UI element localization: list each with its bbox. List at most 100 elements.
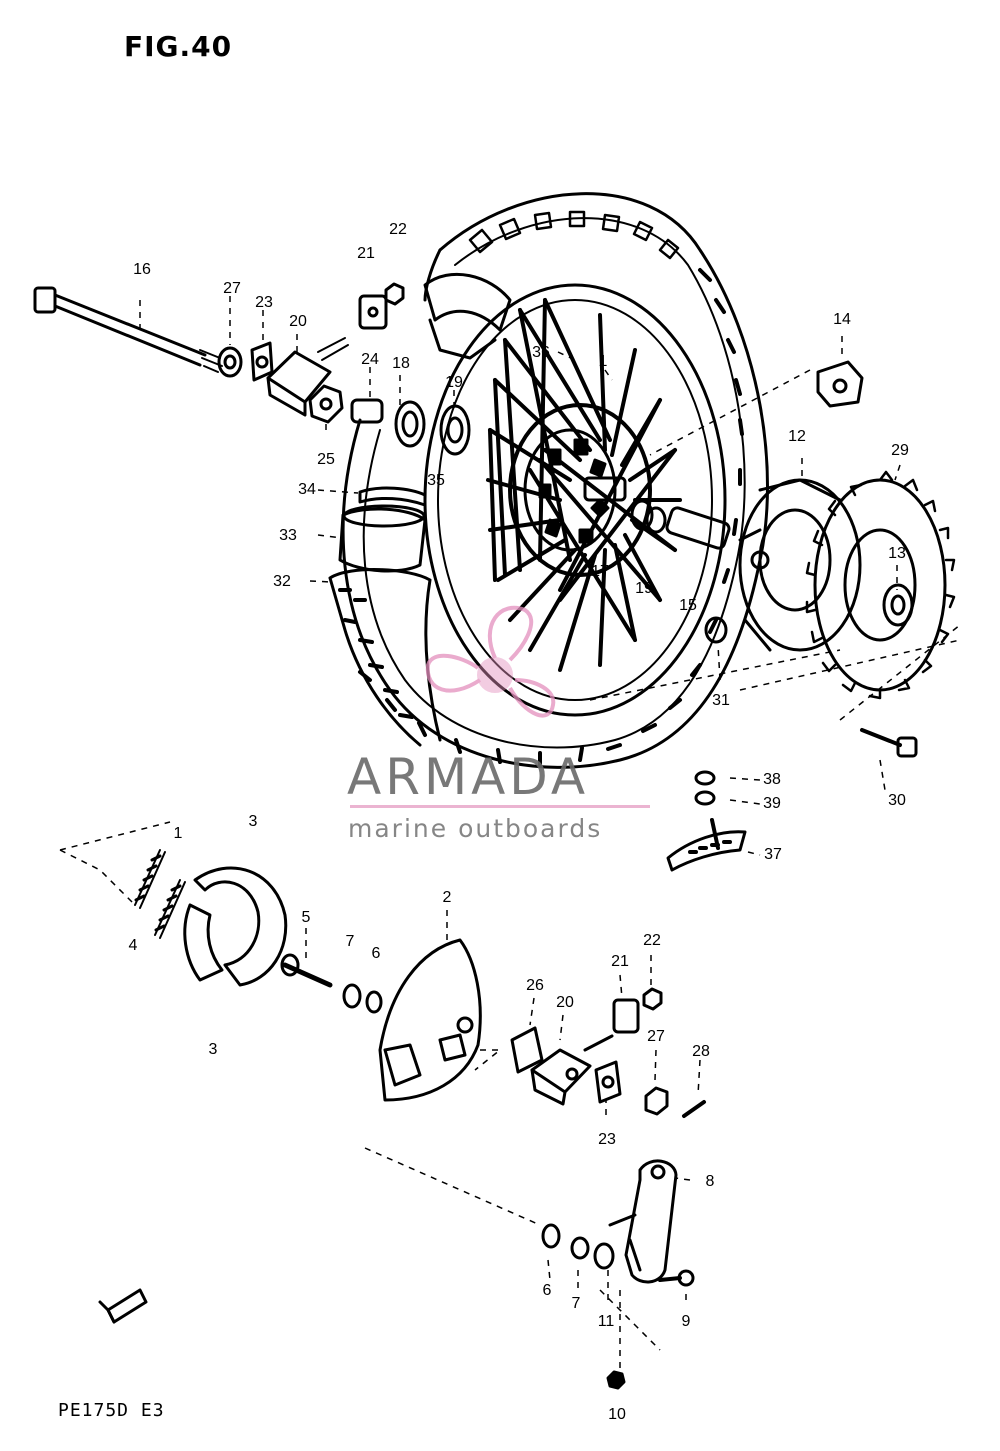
callout-23b: 23 <box>598 1131 616 1148</box>
callout-9: 9 <box>681 1313 691 1330</box>
armada-propeller-logo <box>425 605 556 718</box>
callout-14: 14 <box>833 311 851 328</box>
watermark-brand-name: ARMADA <box>347 748 590 806</box>
callout-19b: 19 <box>635 580 653 597</box>
washer-27 <box>217 346 243 378</box>
callout-22: 22 <box>389 221 407 238</box>
callout-6: 6 <box>371 945 381 962</box>
bolt-30 <box>860 728 918 758</box>
callout-34: 34 <box>298 481 316 498</box>
callout-30: 30 <box>888 792 906 809</box>
callout-36: 36 <box>532 344 550 361</box>
tire-stopper-21 <box>358 294 388 330</box>
callout-39: 39 <box>763 795 781 812</box>
callout-5: 5 <box>301 909 311 926</box>
cush-rubber-14 <box>816 360 864 408</box>
callout-31: 31 <box>712 692 730 709</box>
chain-adjuster-20b <box>530 1034 614 1106</box>
callout-6b: 6 <box>542 1282 552 1299</box>
callout-28: 28 <box>692 1043 710 1060</box>
callout-1b: 1 <box>173 825 183 842</box>
nut-38 <box>694 770 716 786</box>
callout-16: 16 <box>133 261 151 278</box>
nut-25 <box>308 384 344 424</box>
callout-35: 35 <box>427 472 445 489</box>
model-code: PE175D E3 <box>58 1400 165 1421</box>
plate-23b <box>594 1060 622 1104</box>
bearing-19b <box>645 506 667 534</box>
callout-12: 12 <box>788 428 806 445</box>
brake-shoe-3 <box>183 866 288 987</box>
figure-title: FIG.40 <box>124 30 233 63</box>
callout-29: 29 <box>891 442 909 459</box>
brake-cam-5 <box>280 953 333 988</box>
callout-38: 38 <box>763 771 781 788</box>
tire-section-cutaway <box>423 248 512 360</box>
rim-lock-37 <box>666 818 747 872</box>
callout-33: 33 <box>279 527 297 544</box>
callout-24: 24 <box>361 351 379 368</box>
sprocket-drum-12 <box>738 478 862 652</box>
callout-23: 23 <box>255 294 273 311</box>
callout-32: 32 <box>273 573 291 590</box>
callout-7b: 7 <box>571 1295 581 1312</box>
oring-6 <box>365 990 383 1014</box>
callout-13: 13 <box>888 545 906 562</box>
callout-22b: 22 <box>643 932 661 949</box>
callout-10: 10 <box>608 1406 626 1423</box>
sprocket-29 <box>805 470 956 700</box>
callout-27: 27 <box>223 280 241 297</box>
tube-33 <box>338 504 427 573</box>
spacer-24 <box>350 398 384 424</box>
brake-panel-2 <box>378 938 482 1102</box>
callout-18: 18 <box>392 355 410 372</box>
callout-19: 19 <box>445 374 463 391</box>
axle-plate-23 <box>250 341 274 382</box>
chain-adjuster-20 <box>266 337 349 417</box>
callout-20b: 20 <box>556 994 574 1011</box>
tire-32 <box>328 568 442 747</box>
callout-2: 2 <box>442 889 452 906</box>
callout-17: 17 <box>591 563 609 580</box>
callout-37: 37 <box>764 846 782 863</box>
washer-7 <box>342 983 362 1009</box>
brake-arm-8 <box>608 1159 678 1284</box>
callout-27b: 27 <box>647 1028 665 1045</box>
dust-seal-18 <box>394 400 426 448</box>
hub <box>508 403 652 577</box>
nut-22 <box>384 282 405 306</box>
watermark-tagline: marine outboards <box>348 814 603 843</box>
callout-21b: 21 <box>611 953 629 970</box>
callout-26: 26 <box>526 977 544 994</box>
callout-15: 15 <box>679 597 697 614</box>
pin-28 <box>682 1100 706 1118</box>
spokes <box>486 298 682 672</box>
callout-8: 8 <box>705 1173 715 1190</box>
washer-39 <box>694 790 716 806</box>
callout-4: 4 <box>128 937 138 954</box>
rim-band-34 <box>358 486 427 507</box>
axle-collar-17 <box>630 499 654 531</box>
callout-25: 25 <box>317 451 335 468</box>
tire <box>341 192 769 769</box>
spring-4 <box>134 849 186 939</box>
washer-7b <box>570 1236 590 1260</box>
spacer-15 <box>665 506 731 550</box>
axle-16 <box>33 286 223 373</box>
nut-10 <box>606 1370 626 1390</box>
callout-1: 1 <box>598 353 608 370</box>
nut-22b <box>642 987 663 1011</box>
bolt-9 <box>658 1269 695 1287</box>
callout-3: 3 <box>248 813 258 830</box>
callout-3b: 3 <box>208 1041 218 1058</box>
stopper-21b <box>612 998 640 1034</box>
plate-26 <box>510 1026 544 1074</box>
washer-6b <box>541 1223 561 1249</box>
callout-7: 7 <box>345 933 355 950</box>
callout-21: 21 <box>357 245 375 262</box>
spring-11 <box>593 1242 615 1270</box>
bearing-19 <box>439 404 471 456</box>
nut-31 <box>704 616 728 644</box>
nut-27b <box>644 1086 669 1116</box>
